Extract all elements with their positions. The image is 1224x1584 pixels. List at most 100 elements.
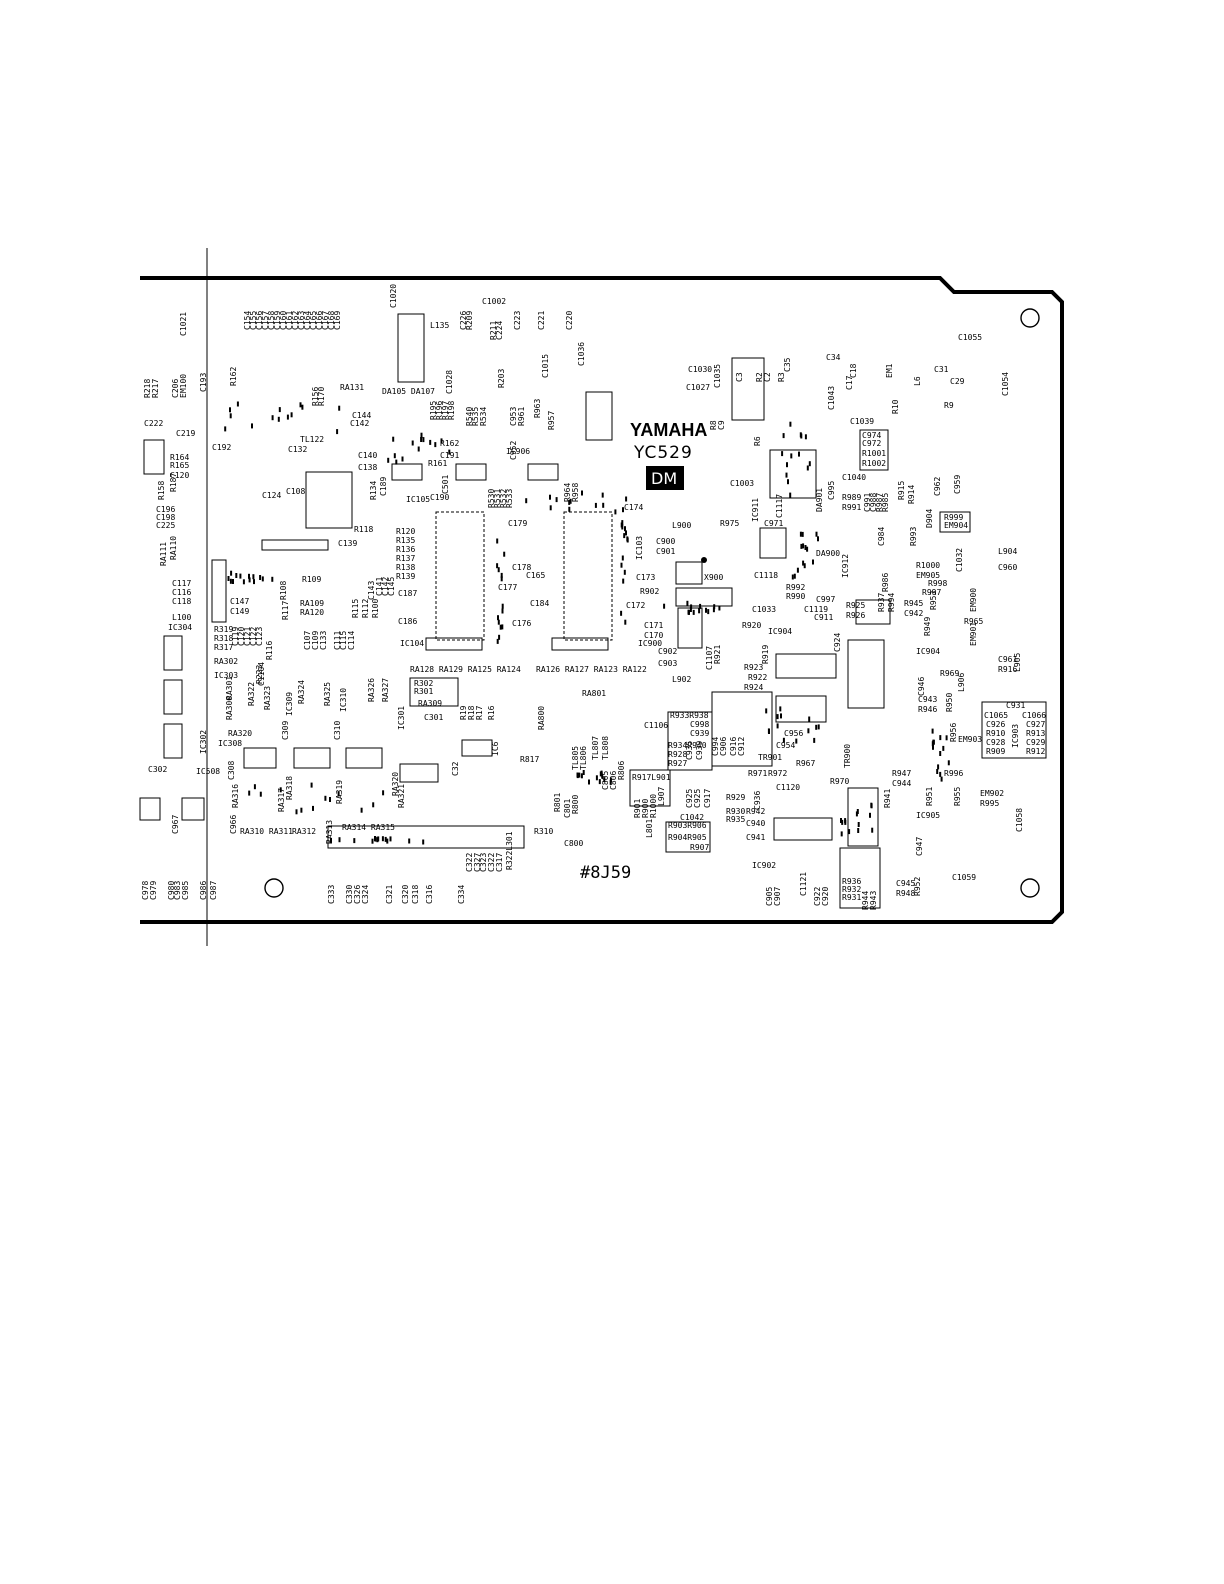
component-label: C111 [333, 631, 342, 650]
brand-logo: YAMAHA [630, 420, 707, 440]
component-label: RA302 [214, 657, 238, 666]
component-label: C154 [243, 311, 252, 330]
solder-pad [382, 790, 385, 796]
component-label: IC508 [196, 767, 220, 776]
solder-pad [713, 604, 716, 610]
component-label: C225 [156, 521, 175, 530]
component-label: C926 [986, 720, 1005, 729]
component-label: C1030 [688, 365, 712, 374]
ic-package [163, 723, 183, 759]
component-label: C1055 [958, 333, 982, 342]
solder-pad [588, 779, 590, 785]
solder-pad [300, 807, 303, 813]
solder-pad [626, 536, 629, 542]
solder-pad [817, 536, 819, 542]
component-label: L900 [672, 521, 691, 530]
component-label: R134 [369, 481, 378, 500]
component-label: R533 [505, 489, 514, 508]
component-label: RA309 [418, 699, 442, 708]
component-label: C1015 [541, 354, 550, 378]
solder-pad [310, 782, 313, 788]
solder-pad [624, 526, 626, 532]
component-frame [409, 677, 459, 707]
component-label: R198 [447, 401, 456, 420]
component-label: RA325 [323, 682, 332, 706]
solder-pad [841, 819, 844, 825]
component-label: C935 [685, 741, 694, 760]
component-label: IC303 [214, 671, 238, 680]
component-label: R944 [861, 891, 870, 910]
component-label: C119 [231, 627, 240, 646]
component-label: C169 [333, 311, 342, 330]
solder-pad [549, 494, 551, 500]
component-label: R197 [441, 401, 450, 420]
component-label: IC911 [751, 498, 760, 522]
component-label: L135 [430, 321, 449, 330]
component-label: C1032 [955, 548, 964, 572]
solder-pad [780, 713, 782, 719]
component-label: C35 [783, 357, 792, 372]
component-label: C940 [746, 819, 765, 828]
solder-pad [813, 737, 816, 743]
solder-pad [795, 738, 798, 744]
component-label: R952 [913, 877, 922, 896]
ic-package [847, 787, 879, 847]
component-label: C333 [327, 885, 336, 904]
ic-package [773, 817, 833, 841]
component-label: L907 [657, 787, 666, 806]
component-frame [855, 599, 891, 625]
component-label: R936 [842, 877, 861, 886]
component-label: R915 [897, 481, 906, 500]
solder-pad [387, 457, 390, 463]
component-frame [859, 429, 889, 471]
component-label: R203 [497, 369, 506, 388]
component-frame [665, 821, 711, 853]
component-label: R137 [396, 554, 415, 563]
component-label: IC308 [218, 739, 242, 748]
board-outline [140, 276, 1064, 924]
component-label: C121 [243, 627, 252, 646]
solder-pad [568, 499, 571, 505]
component-label: R965 [964, 617, 983, 626]
solder-pad [497, 619, 500, 625]
component-label: R801 [553, 793, 562, 812]
solder-pad [782, 433, 785, 439]
solder-pad [844, 818, 847, 824]
component-label: R949 [923, 617, 932, 636]
component-label: C927 [1026, 720, 1045, 729]
solder-pad [718, 605, 721, 611]
component-label: C178 [512, 563, 531, 572]
component-label: R972 [768, 769, 787, 778]
solder-pad [230, 570, 233, 576]
solder-pad [429, 439, 432, 445]
solder-pad [549, 505, 552, 511]
ic-footprint [425, 637, 483, 651]
component-label: R917L901 [632, 773, 671, 782]
ic-footprint [551, 637, 609, 651]
solder-pad [408, 838, 411, 844]
component-label: IC6 [491, 741, 500, 756]
solder-pad [568, 506, 571, 512]
ic-package [345, 747, 383, 769]
component-label: C1119 [804, 605, 828, 614]
component-label: C318 [411, 885, 420, 904]
solder-pad [299, 402, 302, 408]
component-label: C985 [181, 881, 190, 900]
component-label: C115 [339, 631, 348, 650]
component-label: IC103 [635, 536, 644, 560]
component-label: C939 [695, 741, 704, 760]
solder-pad [497, 567, 500, 573]
solder-pad [688, 609, 690, 615]
component-label: C167 [321, 311, 330, 330]
component-frame [585, 391, 613, 441]
component-label: C939 [690, 729, 709, 738]
solder-pad [793, 573, 796, 579]
component-label: C925 [685, 789, 694, 808]
solder-pad [601, 773, 604, 779]
component-label: C924 [833, 633, 842, 652]
component-label: R322L301 [505, 831, 514, 870]
solder-pad [253, 784, 256, 790]
component-label: R913 [1026, 729, 1045, 738]
solder-pad [236, 401, 239, 407]
component-label: L906 [957, 673, 966, 692]
